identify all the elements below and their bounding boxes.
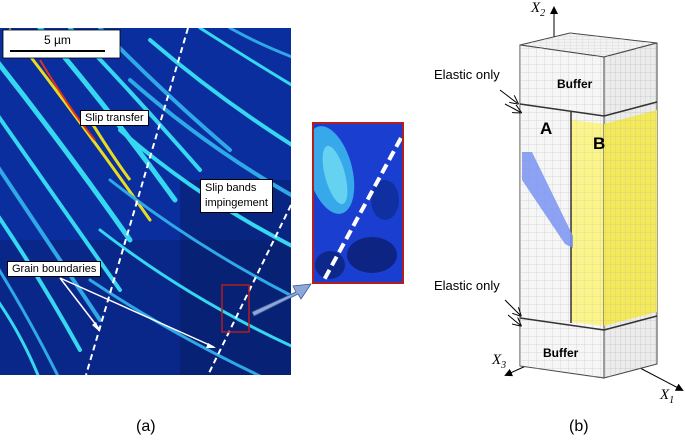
scale-bar-label: 5 µm bbox=[44, 33, 71, 47]
inset-boundary-line bbox=[322, 137, 403, 281]
elastic-bottom-arrow-1 bbox=[504, 299, 520, 315]
axis-x2-label: X2 bbox=[531, 0, 545, 19]
axis-x1-sub: 1 bbox=[669, 395, 675, 406]
slip-bands-right bbox=[88, 28, 291, 375]
axis-x3-text: X bbox=[492, 352, 502, 368]
axis-x3-sub: 3 bbox=[501, 360, 507, 371]
inset-pointer-arrow bbox=[251, 283, 312, 317]
grain-a-label: A bbox=[540, 119, 553, 138]
axis-x2-text: X bbox=[531, 0, 541, 16]
scale-bar-box bbox=[2, 29, 121, 59]
elastic-top-arrow-2 bbox=[504, 103, 520, 112]
axis-x1-label: X1 bbox=[660, 387, 674, 406]
elastic-only-bottom-label: Elastic only bbox=[434, 278, 500, 293]
inset-zoom bbox=[313, 123, 403, 283]
gb-arrowhead-1 bbox=[92, 322, 100, 332]
axis-x1-line bbox=[639, 367, 684, 391]
hot-spot-band-2 bbox=[88, 119, 132, 181]
gb-arrowhead-2 bbox=[206, 343, 216, 348]
axis-x1-text: X bbox=[660, 387, 670, 403]
caption-a: (a) bbox=[136, 418, 156, 435]
slip-bands-label: Slip bands impingement bbox=[200, 179, 273, 213]
grain-boundary-line-1 bbox=[85, 28, 189, 375]
gb-arrow-1 bbox=[59, 277, 101, 331]
inset-location-box bbox=[221, 284, 250, 333]
hot-spot-band bbox=[39, 59, 96, 141]
axis-x2-sub: 2 bbox=[540, 8, 546, 19]
axis-x3-label: X3 bbox=[492, 352, 506, 371]
elastic-only-top-label: Elastic only bbox=[434, 67, 500, 82]
slip-bands-line2: impingement bbox=[205, 197, 268, 209]
elastic-top-arrow-1 bbox=[499, 89, 517, 103]
slip-band-stripe bbox=[522, 152, 573, 248]
buffer-top-label: Buffer bbox=[557, 77, 593, 91]
buffer-top-separator bbox=[519, 103, 605, 117]
grain-b-label: B bbox=[593, 134, 606, 153]
slip-bands-line1: Slip bands bbox=[205, 182, 257, 194]
buffer-bottom-label: Buffer bbox=[543, 346, 579, 360]
slip-transfer-label: Slip transfer bbox=[80, 110, 149, 126]
caption-b: (b) bbox=[569, 418, 589, 435]
grain-boundaries-label: Grain boundaries bbox=[7, 261, 102, 277]
elastic-bottom-arrow-2 bbox=[507, 314, 520, 325]
inset-frame bbox=[312, 122, 404, 284]
gb-arrow-2 bbox=[59, 277, 215, 348]
buffer-bottom-separator bbox=[519, 317, 605, 331]
